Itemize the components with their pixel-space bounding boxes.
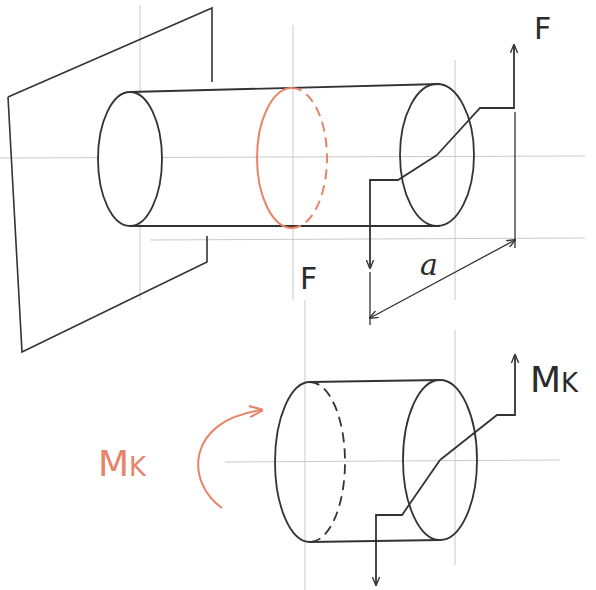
cross-section xyxy=(257,88,327,228)
torque-label: MK xyxy=(530,362,578,398)
dimension-label: a xyxy=(420,250,438,280)
force-label: F xyxy=(300,264,317,294)
cylinder xyxy=(98,84,474,226)
construction-lines xyxy=(0,5,585,590)
torque-label: MK xyxy=(98,446,146,482)
torque-arrow xyxy=(198,410,262,508)
cylinder-segment xyxy=(275,355,515,585)
force-couple xyxy=(370,45,514,268)
force-label: F xyxy=(534,14,551,44)
dimension-line xyxy=(370,112,515,325)
wall xyxy=(8,8,212,352)
